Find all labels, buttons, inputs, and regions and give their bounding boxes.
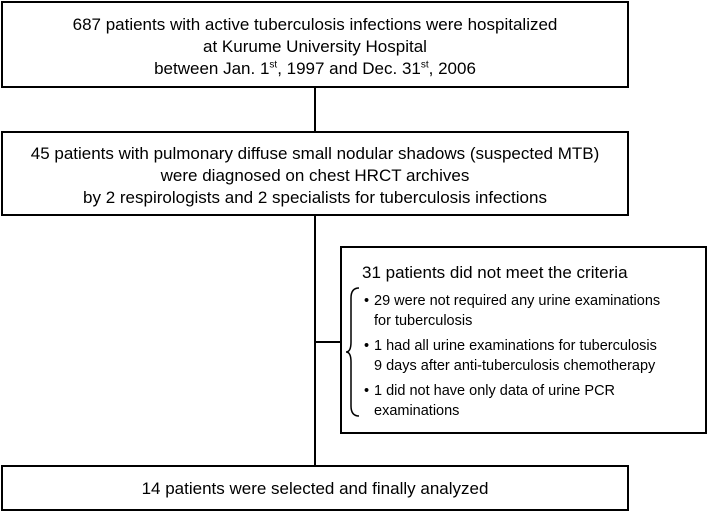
box2-line1: 45 patients with pulmonary diffuse small… xyxy=(30,144,600,163)
box1-line3-post: , 2006 xyxy=(428,59,476,78)
box2-line3: by 2 respirologists and 2 specialists fo… xyxy=(83,188,547,207)
exclusion-item-line2: 9 days after anti-tuberculosis chemother… xyxy=(374,358,656,374)
box1-line3-sup2: st xyxy=(420,59,429,71)
exclusion-list: • 29 were not required any urine examina… xyxy=(364,291,704,426)
box1-line3-pre: between Jan. 1 xyxy=(154,59,270,78)
bullet-icon: • xyxy=(364,383,370,399)
final-selection-box: 14 patients were selected and finally an… xyxy=(1,465,629,511)
curly-brace-icon xyxy=(345,287,360,417)
exclusion-box: 31 patients did not meet the criteria • … xyxy=(340,246,707,434)
box1-line2: at Kurume University Hospital xyxy=(203,37,427,56)
exclusion-item: • 1 had all urine examinations for tuber… xyxy=(364,336,704,376)
diagnosed-patients-box: 45 patients with pulmonary diffuse small… xyxy=(1,131,629,216)
exclusion-heading: 31 patients did not meet the criteria xyxy=(362,263,628,282)
exclusion-item-line1: 1 did not have only data of urine PCR xyxy=(374,383,616,399)
connector-to-exclusion xyxy=(314,341,345,343)
exclusion-item-line1: 29 were not required any urine examinati… xyxy=(374,293,661,309)
exclusion-item-line2: for tuberculosis xyxy=(374,313,473,329)
bullet-icon: • xyxy=(364,293,370,309)
box2-line2: were diagnosed on chest HRCT archives xyxy=(160,166,470,185)
exclusion-item: • 1 did not have only data of urine PCR … xyxy=(364,381,704,421)
hospitalized-patients-box: 687 patients with active tuberculosis in… xyxy=(1,1,629,88)
box1-line3-sup1: st xyxy=(269,59,278,71)
connector-box2-box4 xyxy=(314,216,316,465)
box4-line1: 14 patients were selected and finally an… xyxy=(141,479,489,498)
connector-box1-box2 xyxy=(314,88,316,131)
bullet-icon: • xyxy=(364,338,370,354)
box1-line3-mid: , 1997 and Dec. 31 xyxy=(277,59,421,78)
box1-line3: between Jan. 1st, 1997 and Dec. 31st, 20… xyxy=(3,58,627,80)
exclusion-item-line2: examinations xyxy=(374,403,460,419)
exclusion-item: • 29 were not required any urine examina… xyxy=(364,291,704,331)
exclusion-item-line1: 1 had all urine examinations for tubercu… xyxy=(374,338,657,354)
box1-line1: 687 patients with active tuberculosis in… xyxy=(72,15,558,34)
